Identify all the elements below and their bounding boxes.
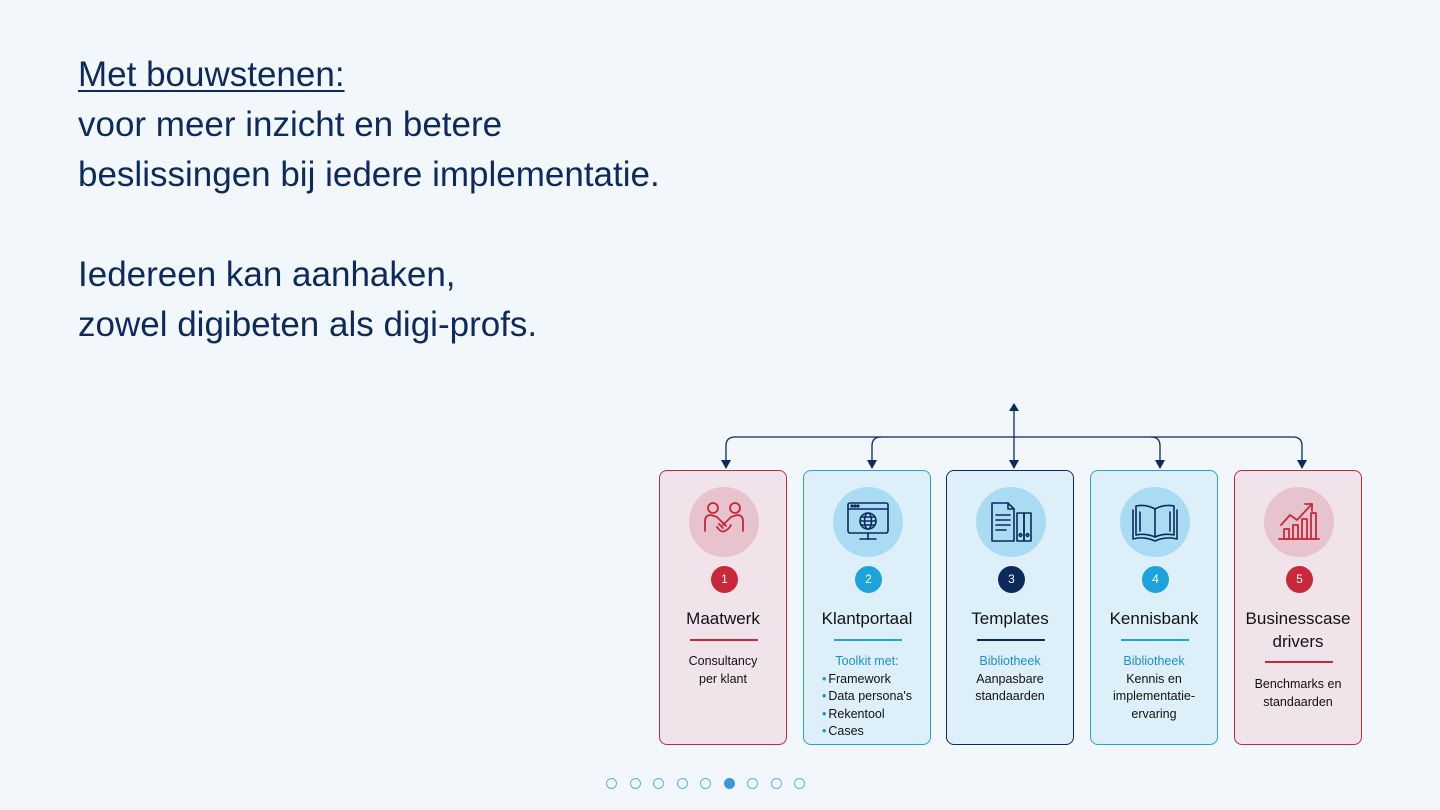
card-title: Maatwerk <box>686 609 760 628</box>
card-divider <box>690 639 758 641</box>
card-templates[interactable]: 3 Templates Bibliotheek Aanpasbare stand… <box>946 470 1074 745</box>
card-body-line: Kennis en <box>1126 671 1182 686</box>
card-number: 3 <box>998 566 1025 593</box>
card-klantportaal[interactable]: 2 Klantportaal Toolkit met: Framework Da… <box>803 470 931 745</box>
headline-spacer <box>78 200 660 250</box>
card-body-line: per klant <box>699 671 747 686</box>
card-title: Klantportaal <box>821 609 913 628</box>
card-body: Toolkit met: Framework Data persona's Re… <box>808 653 926 741</box>
card-subtitle: Toolkit met: <box>835 654 899 668</box>
card-number: 2 <box>855 566 882 593</box>
pagination-dot[interactable] <box>606 778 617 789</box>
card-divider <box>1265 661 1333 663</box>
card-body-line: standaarden <box>1263 694 1333 709</box>
list-item: Data persona's <box>822 688 912 706</box>
document-binders-icon <box>976 487 1046 557</box>
pagination-dot[interactable] <box>723 778 735 789</box>
headline-line-3: Iedereen kan aanhaken, <box>78 255 456 294</box>
headline-line-4: zowel digibeten als digi-profs. <box>78 305 538 344</box>
card-body-line: standaarden <box>975 689 1045 703</box>
card-kennisbank[interactable]: 4 Kennisbank Bibliotheek Kennis en imple… <box>1090 470 1218 745</box>
handshake-icon <box>689 487 759 557</box>
card-body: Consultancy per klant <box>664 653 782 688</box>
pagination-dot[interactable] <box>653 778 664 789</box>
card-title: Kennisbank <box>1109 609 1199 628</box>
card-businesscase-drivers[interactable]: 5 Businesscase drivers Benchmarks en sta… <box>1234 470 1362 745</box>
card-maatwerk[interactable]: 1 Maatwerk Consultancy per klant <box>659 470 787 745</box>
card-body: Bibliotheek Aanpasbare standaarden <box>951 653 1069 706</box>
card-body-line: implementatie- <box>1113 689 1195 703</box>
card-number: 4 <box>1142 566 1169 593</box>
card-subtitle: Bibliotheek <box>1123 654 1185 668</box>
card-body-line: Consultancy <box>688 654 758 668</box>
card-subtitle: Bibliotheek <box>979 654 1041 668</box>
pagination-dot[interactable] <box>676 778 688 789</box>
card-divider <box>1121 639 1189 641</box>
list-item: Cases <box>822 723 912 741</box>
pagination-dot[interactable] <box>700 778 711 789</box>
card-body: Bibliotheek Kennis en implementatie- erv… <box>1095 653 1213 723</box>
pagination-dot[interactable] <box>747 778 758 789</box>
card-body: Benchmarks en standaarden <box>1239 676 1357 711</box>
connector-arrows <box>721 403 1307 469</box>
headline: Met bouwstenen: voor meer inzicht en bet… <box>78 50 660 350</box>
pagination-dot[interactable] <box>794 778 805 789</box>
card-divider <box>977 639 1045 641</box>
list-item: Framework <box>822 671 912 689</box>
card-title: Templates <box>971 609 1049 628</box>
headline-line-1: voor meer inzicht en betere <box>78 105 503 144</box>
card-title: Businesscase drivers <box>1235 607 1361 653</box>
card-number: 5 <box>1286 566 1313 593</box>
headline-line-2: beslissingen bij iedere implementatie. <box>78 155 660 194</box>
slide-pagination <box>606 778 805 789</box>
card-number: 1 <box>711 566 738 593</box>
headline-title: Met bouwstenen: <box>78 55 345 94</box>
open-book-icon <box>1120 487 1190 557</box>
growth-chart-icon <box>1264 487 1334 557</box>
web-browser-globe-icon <box>833 487 903 557</box>
pagination-dot[interactable] <box>629 778 641 789</box>
card-title-line: Businesscase <box>1245 609 1351 628</box>
card-body-line: ervaring <box>1131 706 1177 721</box>
list-item: Rekentool <box>822 706 912 724</box>
card-divider <box>834 639 902 641</box>
card-body-line: Aanpasbare <box>976 671 1044 686</box>
card-title-line: drivers <box>1272 632 1324 651</box>
pagination-dot[interactable] <box>770 778 782 789</box>
card-body-line: Benchmarks en <box>1254 677 1342 691</box>
card-list: Framework Data persona's Rekentool Cases <box>822 671 912 741</box>
